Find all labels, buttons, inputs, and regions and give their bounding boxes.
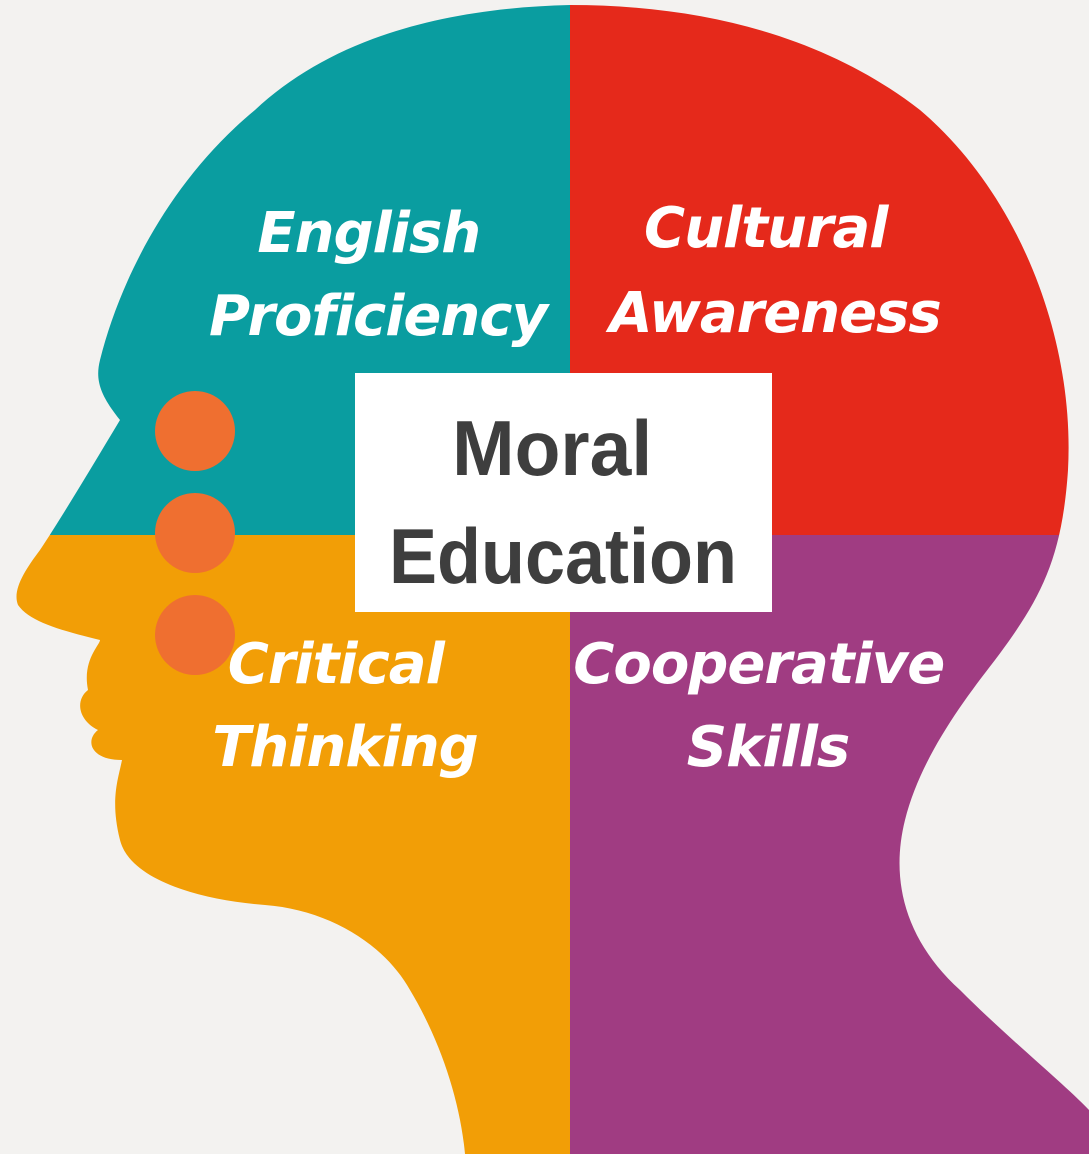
orange-dot-icon bbox=[155, 391, 235, 471]
quadrant-cooperative-skills bbox=[570, 535, 1089, 1154]
label-critical-thinking: Critical Thinking bbox=[212, 632, 478, 780]
orange-dot-icon bbox=[155, 493, 235, 573]
center-title: Moral Education bbox=[389, 404, 737, 600]
center-box bbox=[355, 373, 772, 612]
label-english-proficiency: English Proficiency bbox=[209, 201, 550, 349]
quadrant-critical-thinking bbox=[16, 535, 570, 1154]
orange-dot-icon bbox=[155, 595, 235, 675]
label-cultural-awareness: Cultural Awareness bbox=[605, 196, 940, 346]
label-cooperative-skills: Cooperative Skills bbox=[573, 632, 962, 780]
